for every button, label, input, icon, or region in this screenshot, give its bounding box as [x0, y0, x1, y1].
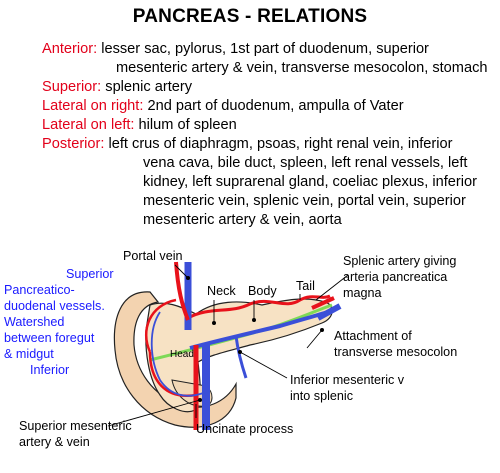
- lateral-right-text: 2nd part of duodenum, ampulla of Vater: [143, 98, 404, 114]
- relation-lateral-left: Lateral on left: hilum of spleen: [42, 116, 237, 135]
- relation-lateral-right: Lateral on right: 2nd part of duodenum, …: [42, 97, 404, 116]
- superior-label: Superior:: [42, 79, 102, 95]
- relation-posterior: Posterior: left crus of diaphragm, psoas…: [42, 135, 477, 230]
- mesocolon-label: Attachment of transverse mesocolon: [334, 329, 458, 359]
- splenic-vein: [189, 310, 329, 350]
- splenic-artery-label: Splenic artery giving arteria pancreatic…: [343, 254, 457, 300]
- hepatic-artery: [174, 261, 190, 321]
- sup-pancreaticoduodenal: [145, 298, 177, 353]
- lateral-left-label: Lateral on left:: [42, 117, 135, 133]
- neck-label: Neck: [207, 284, 236, 298]
- inferior-mesenteric-vein: [234, 335, 248, 379]
- anterior-text-1: lesser sac, pylorus, 1st part of duodenu…: [97, 41, 429, 57]
- pancreas-diagram: Head: [107, 261, 349, 430]
- posterior-label: Posterior:: [42, 136, 105, 152]
- portal-vein-label: Portal vein: [123, 249, 183, 263]
- posterior-text-1: left crus of diaphragm, psoas, right ren…: [104, 136, 453, 152]
- uncinate-label: Uncinate process: [196, 422, 294, 436]
- relation-anterior: Anterior: lesser sac, pylorus, 1st part …: [42, 40, 487, 78]
- duodenum: [113, 291, 237, 428]
- head-label: Head: [170, 349, 194, 360]
- lateral-right-label: Lateral on right:: [42, 98, 144, 114]
- body-label: Body: [248, 284, 277, 298]
- page-title: PANCREAS - RELATIONS: [132, 6, 368, 27]
- inferior-mesenteric-label: Inferior mesenteric v into splenic: [290, 373, 405, 403]
- tail-artery: [311, 296, 335, 310]
- posterior-text-3: kidney, left suprarenal gland, coeliac p…: [143, 174, 477, 190]
- tail-label: Tail: [296, 279, 315, 293]
- relation-superior: Superior: splenic artery: [42, 78, 192, 97]
- posterior-text-2: vena cava, bile duct, spleen, left renal…: [143, 155, 468, 171]
- tail-vessel: [316, 303, 342, 321]
- anterior-text-2: mesenteric artery & vein, transverse mes…: [116, 60, 488, 76]
- lateral-left-text: hilum of spleen: [134, 117, 237, 133]
- posterior-text-5: mesenteric artery & vein, aorta: [143, 212, 342, 228]
- sma-smv-label: Superior mesenteric artery & vein: [19, 419, 132, 449]
- posterior-text-4: mesenteric vein, splenic vein, portal ve…: [143, 193, 466, 209]
- anterior-label: Anterior:: [42, 41, 98, 57]
- superior-text: splenic artery: [101, 79, 193, 95]
- splenic-artery: [187, 294, 331, 320]
- pancreaticoduodenal-label: Superior Pancreatico- duodenal vessels. …: [4, 267, 114, 377]
- pancreaticoduodenal-vein: [150, 311, 207, 397]
